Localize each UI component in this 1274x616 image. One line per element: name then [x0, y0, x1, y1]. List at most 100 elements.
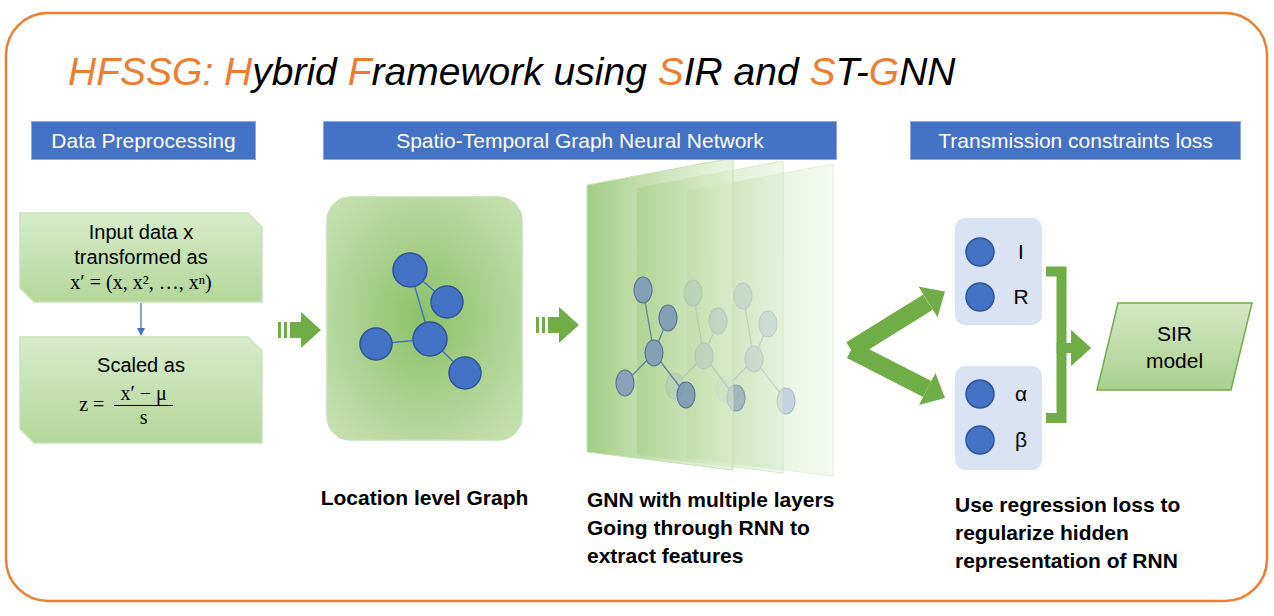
numerator: x′ − μ: [114, 382, 172, 406]
state-box: IR: [955, 218, 1042, 325]
title-letter: S: [810, 50, 836, 93]
graph-panel: [327, 197, 522, 440]
title-letter: w: [460, 50, 488, 93]
formula-lhs: z =: [79, 393, 104, 416]
title-letter: H: [68, 50, 96, 93]
flow-arrow: [140, 303, 141, 328]
title-letter: r: [510, 50, 523, 93]
title-letter: H: [224, 50, 252, 93]
layer-stack: GNN with multiple layers Going through R…: [587, 152, 837, 472]
model-name: SIR model: [1135, 320, 1215, 374]
box-shape: [1097, 303, 1252, 390]
state-dot: [966, 283, 994, 311]
section-title: Data Preprocessing: [51, 129, 235, 153]
title-letter: g: [625, 50, 647, 93]
parameter-panel: [955, 366, 1042, 470]
title-letter: F: [348, 50, 372, 93]
title-letter: -: [856, 50, 869, 93]
title-letter: e: [439, 50, 461, 93]
title-letter: i: [306, 50, 315, 93]
title-letter: n: [755, 50, 777, 93]
process-box: Scaled asz =x′ − μs: [20, 337, 262, 443]
title-letter: o: [489, 50, 511, 93]
title-letter: r: [371, 50, 384, 93]
symbol-label: β: [1005, 424, 1037, 456]
caption: Location level Graph: [321, 484, 529, 512]
section-header: Data Preprocessing: [31, 121, 256, 160]
symbol-label: α: [1005, 378, 1037, 410]
title-letter: d: [777, 50, 799, 93]
fraction: x′ − μs: [114, 382, 172, 428]
title-letter: F: [96, 50, 120, 93]
parameter-box: αβ: [955, 366, 1042, 470]
outer-frame: [6, 13, 1267, 601]
graph-panel: Location level Graph: [327, 197, 522, 440]
model-box: SIR model: [1097, 303, 1252, 390]
title-letter: k: [523, 50, 543, 93]
title-letter: S: [120, 50, 146, 93]
section-header: Transmission constraints loss: [910, 121, 1241, 160]
box-outline: [1097, 303, 1252, 390]
title-letter: [213, 50, 224, 93]
state-panel: [955, 218, 1042, 325]
symbol-label: R: [1005, 281, 1037, 313]
flow-arrow: [536, 317, 559, 333]
gnn-layer: [587, 158, 733, 470]
flow-arrow: [1046, 272, 1071, 349]
flow-arrow: [278, 322, 301, 338]
section-title: Transmission constraints loss: [938, 129, 1213, 153]
state-box-illustration: [955, 218, 1042, 325]
formula: z =x′ − μs: [109, 382, 173, 428]
flow-arrow: [851, 350, 927, 389]
box-text: Input data x transformed as: [61, 220, 221, 270]
title-letter: d: [315, 50, 337, 93]
title-letter: R: [695, 50, 723, 93]
diagram-title: HFSSG: Hybrid Framework using SIR and ST…: [68, 52, 956, 91]
text-stack: Input data x transformed asx′ = (x, x², …: [61, 220, 221, 295]
section-title: Spatio-Temporal Graph Neural Network: [396, 129, 764, 153]
text-stack: SIR model: [1135, 320, 1215, 374]
box-shape: [20, 337, 262, 443]
title-letter: [337, 50, 348, 93]
title-letter: N: [899, 50, 927, 93]
formula: x′ = (x, x², …, xⁿ): [70, 270, 211, 295]
box-text: Scaled as: [97, 353, 185, 378]
title-letter: [799, 50, 810, 93]
title-letter: T: [836, 50, 856, 93]
title-letter: a: [384, 50, 406, 93]
title-letter: :: [202, 50, 213, 93]
flow-arrow: [1046, 348, 1071, 418]
title-letter: I: [684, 50, 695, 93]
title-letter: G: [172, 50, 202, 93]
title-letter: b: [272, 50, 294, 93]
location-graph-illustration: [327, 197, 522, 440]
title-letter: y: [252, 50, 272, 93]
text-stack: Scaled as z =x′ − μs: [97, 353, 185, 428]
title-letter: a: [734, 50, 756, 93]
note-text: Use regression loss to regularize hidden…: [955, 491, 1215, 575]
flow-arrow: [851, 302, 928, 350]
title-letter: N: [927, 50, 955, 93]
title-letter: s: [575, 50, 595, 93]
state-dot: [966, 238, 994, 266]
parameter-dot: [966, 426, 994, 454]
title-letter: [647, 50, 658, 93]
denominator: s: [140, 406, 148, 428]
caption: GNN with multiple layers Going through R…: [587, 486, 862, 570]
box-shape: [20, 213, 262, 302]
title-letter: G: [869, 50, 899, 93]
graph-links: [376, 270, 465, 373]
title-letter: [543, 50, 554, 93]
title-letter: m: [406, 50, 439, 93]
graph-vertices: [360, 253, 481, 389]
title-letter: n: [603, 50, 625, 93]
title-letter: S: [146, 50, 172, 93]
process-box: Input data x transformed asx′ = (x, x², …: [20, 213, 262, 302]
parameter-dot: [966, 380, 994, 408]
title-letter: S: [658, 50, 684, 93]
gnn-layer-stack: [587, 158, 833, 476]
title-letter: u: [554, 50, 576, 93]
section-header: Spatio-Temporal Graph Neural Network: [323, 121, 837, 160]
parameter-box-illustration: [955, 366, 1042, 470]
title-letter: [723, 50, 734, 93]
